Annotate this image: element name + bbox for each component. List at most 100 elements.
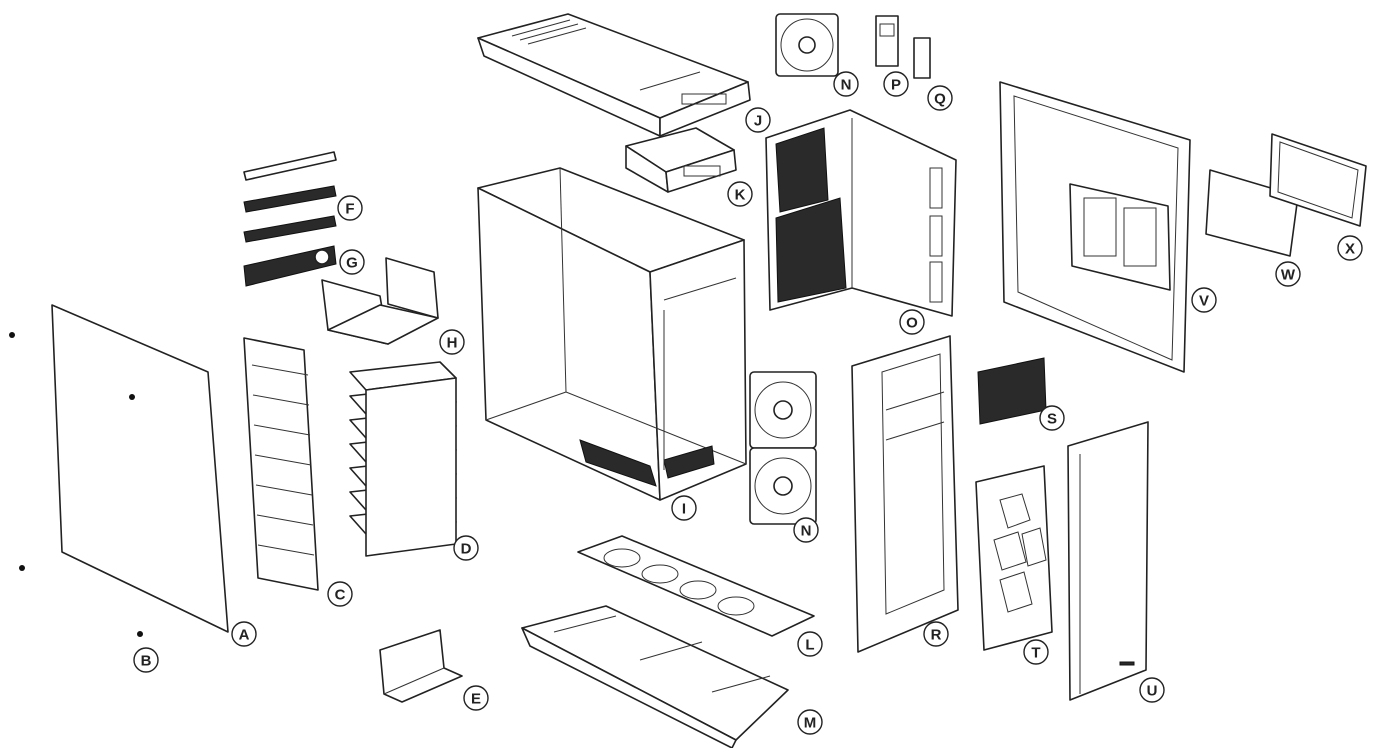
callout-circle [231,621,257,647]
callout-circle [927,85,953,111]
callout-circle [339,249,365,275]
callout-x: X [1337,235,1363,261]
callout-i: I [671,495,697,521]
callout-e: E [463,685,489,711]
callout-circle [1023,639,1049,665]
part-front-mesh-s [977,357,1047,425]
callout-circle [1139,677,1165,703]
callout-n2: N [793,517,819,543]
callout-circle [745,107,771,133]
part-main-chassis [477,167,747,501]
part-top-cover [477,13,751,137]
part-cover-plate [1269,133,1367,227]
callout-circle [797,709,823,735]
callout-label: G [346,255,358,272]
callout-l: L [797,631,823,657]
callout-circle [1337,235,1363,261]
callout-circle [833,71,859,97]
callout-k: K [727,181,753,207]
part-small-bracket-q [913,37,931,79]
part-screws [9,332,143,637]
callout-circle [1191,287,1217,313]
callout-s: S [1039,405,1065,431]
callout-circle [463,685,489,711]
callout-circle [793,517,819,543]
callout-v: V [1191,287,1217,313]
part-drive-trays [349,361,457,557]
callout-label: C [335,587,346,604]
callout-label: P [891,77,901,94]
part-front-frame [851,335,959,653]
callout-label: L [805,637,814,654]
callout-label: W [1281,267,1296,284]
part-base [521,605,789,748]
callout-circle [439,329,465,355]
part-side-panel-left [51,304,229,633]
callout-label: N [841,77,852,94]
callout-circle [337,195,363,221]
callout-label: E [471,691,481,708]
part-small-bracket-p [875,15,899,67]
callout-label: D [461,541,472,558]
part-drive-rail [243,337,319,591]
part-motherboard-tray [765,109,957,317]
callout-label: I [682,501,686,518]
part-fans [749,13,839,525]
callout-label: S [1047,411,1057,428]
callout-circle [883,71,909,97]
callout-p: P [883,71,909,97]
callout-circle [133,647,159,673]
callout-b: B [133,647,159,673]
callout-n1: N [833,71,859,97]
callout-circle [671,495,697,521]
callout-w: W [1275,261,1301,287]
callout-label: T [1031,645,1040,662]
callout-g: G [339,249,365,275]
callout-circle [327,581,353,607]
callout-circle [453,535,479,561]
part-small-bracket [379,629,463,703]
part-side-panel-right [999,81,1191,373]
callout-u: U [1139,677,1165,703]
callout-label: M [804,715,817,732]
callout-t: T [1023,639,1049,665]
callout-circle [797,631,823,657]
callout-label: H [447,335,458,352]
callout-label: J [754,113,762,130]
part-front-door [1067,421,1149,701]
callout-circle [923,621,949,647]
callout-a: A [231,621,257,647]
callout-r: R [923,621,949,647]
callout-o: O [899,309,925,335]
callout-circle [1039,405,1065,431]
part-bottom-filter [577,535,815,637]
callout-circle [727,181,753,207]
callout-label: N [801,523,812,540]
callout-d: D [453,535,479,561]
callout-label: Q [934,91,946,108]
callout-label: U [1147,683,1158,700]
callout-circle [1275,261,1301,287]
callout-f: F [337,195,363,221]
part-io-module [625,127,737,193]
callout-label: A [239,627,250,644]
callout-label: F [345,201,354,218]
callout-label: B [141,653,152,670]
callout-h: H [439,329,465,355]
callout-q: Q [927,85,953,111]
callout-label: R [931,627,942,644]
part-mesh-strips [243,151,337,243]
callout-j: J [745,107,771,133]
callout-label: K [735,187,746,204]
part-front-filter [975,465,1053,651]
callout-circle [899,309,925,335]
callout-label: V [1199,293,1209,310]
callout-label: O [906,315,918,332]
part-drive-cage [321,257,439,345]
callout-label: X [1345,241,1355,258]
callout-m: M [797,709,823,735]
part-strip-with-fan [243,245,337,287]
callouts: A B C D E F G H I J K L M N N O P Q R S T U V W X [133,71,1363,735]
